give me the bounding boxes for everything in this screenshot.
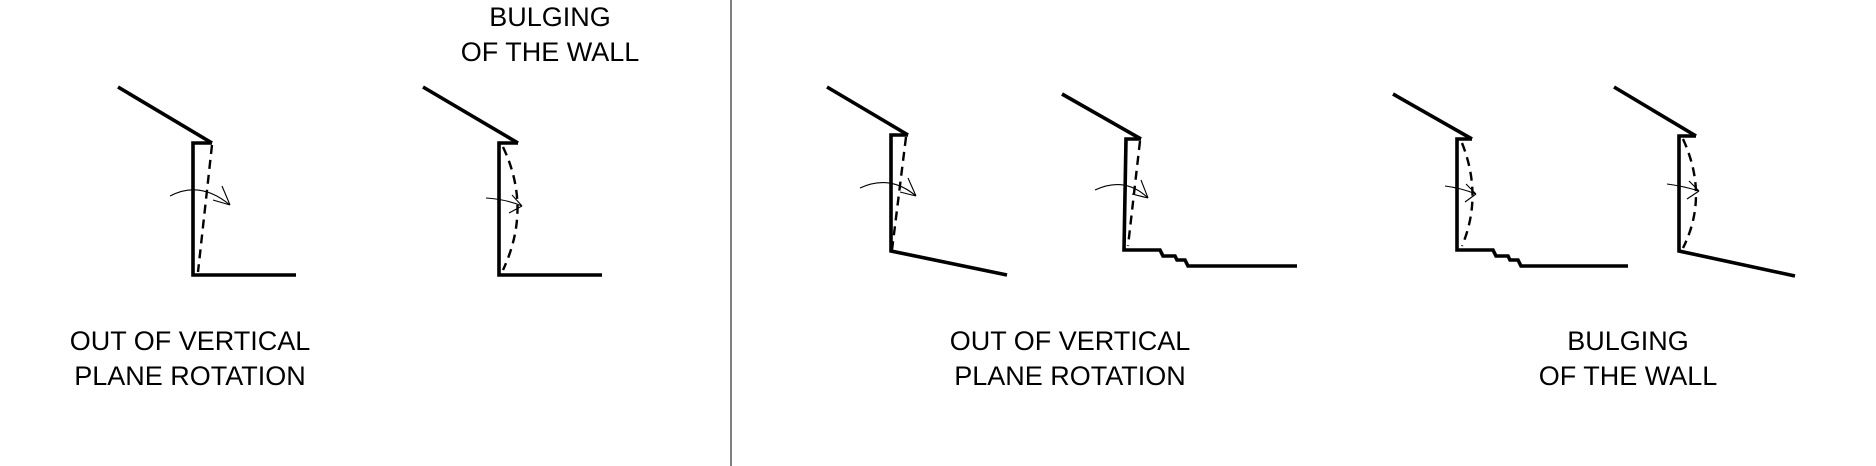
figure-right-bulging-sloped [1613, 85, 1796, 278]
caption-line: BULGING [489, 2, 611, 32]
caption-left-rotation: OUT OF VERTICAL PLANE ROTATION [40, 324, 340, 394]
figure-right-rotation-stepped [1061, 92, 1297, 268]
bulged-wall-dashed [1460, 142, 1474, 247]
figure-left-bulging [422, 85, 602, 277]
bulge-arrow-icon [1444, 183, 1477, 203]
caption-right-bulging: BULGING OF THE WALL [1498, 324, 1758, 394]
roof-line [422, 85, 519, 145]
rotation-arrow-icon [1094, 179, 1149, 199]
figure-left-rotation [117, 85, 296, 277]
bulged-wall-dashed [501, 146, 519, 271]
roof-line [117, 85, 213, 145]
figure-right-rotation-sloped [826, 85, 1008, 277]
roof-line [826, 85, 909, 137]
wall-outline [1455, 137, 1628, 268]
roof-line [1392, 92, 1473, 141]
wall-outline [1677, 134, 1796, 278]
caption-line: PLANE ROTATION [954, 361, 1186, 391]
rotated-wall-dashed [1126, 140, 1142, 247]
wall-outline [889, 133, 1008, 277]
roof-line [1061, 92, 1142, 141]
caption-line: BULGING [1567, 326, 1689, 356]
bulge-arrow-icon [1666, 180, 1700, 200]
caption-left-bulging: BULGING OF THE WALL [420, 0, 680, 70]
caption-line: OUT OF VERTICAL [949, 326, 1191, 356]
wall-outline [497, 141, 602, 277]
rotation-arrow-icon [169, 185, 231, 206]
caption-line: PLANE ROTATION [74, 361, 306, 391]
rotation-arrow-icon [859, 177, 917, 197]
rotated-wall-dashed [196, 144, 214, 273]
caption-right-rotation: OUT OF VERTICAL PLANE ROTATION [920, 324, 1220, 394]
bulge-arrow-icon [485, 194, 523, 214]
figure-right-bulging-stepped [1392, 92, 1628, 268]
caption-line: OF THE WALL [460, 37, 640, 67]
wall-outline [1122, 137, 1297, 268]
roof-line [1613, 85, 1697, 138]
bulged-wall-dashed [1681, 138, 1698, 249]
caption-line: OUT OF VERTICAL [69, 326, 311, 356]
rotated-wall-dashed [890, 136, 908, 251]
wall-outline [191, 141, 296, 277]
caption-line: OF THE WALL [1538, 361, 1718, 391]
